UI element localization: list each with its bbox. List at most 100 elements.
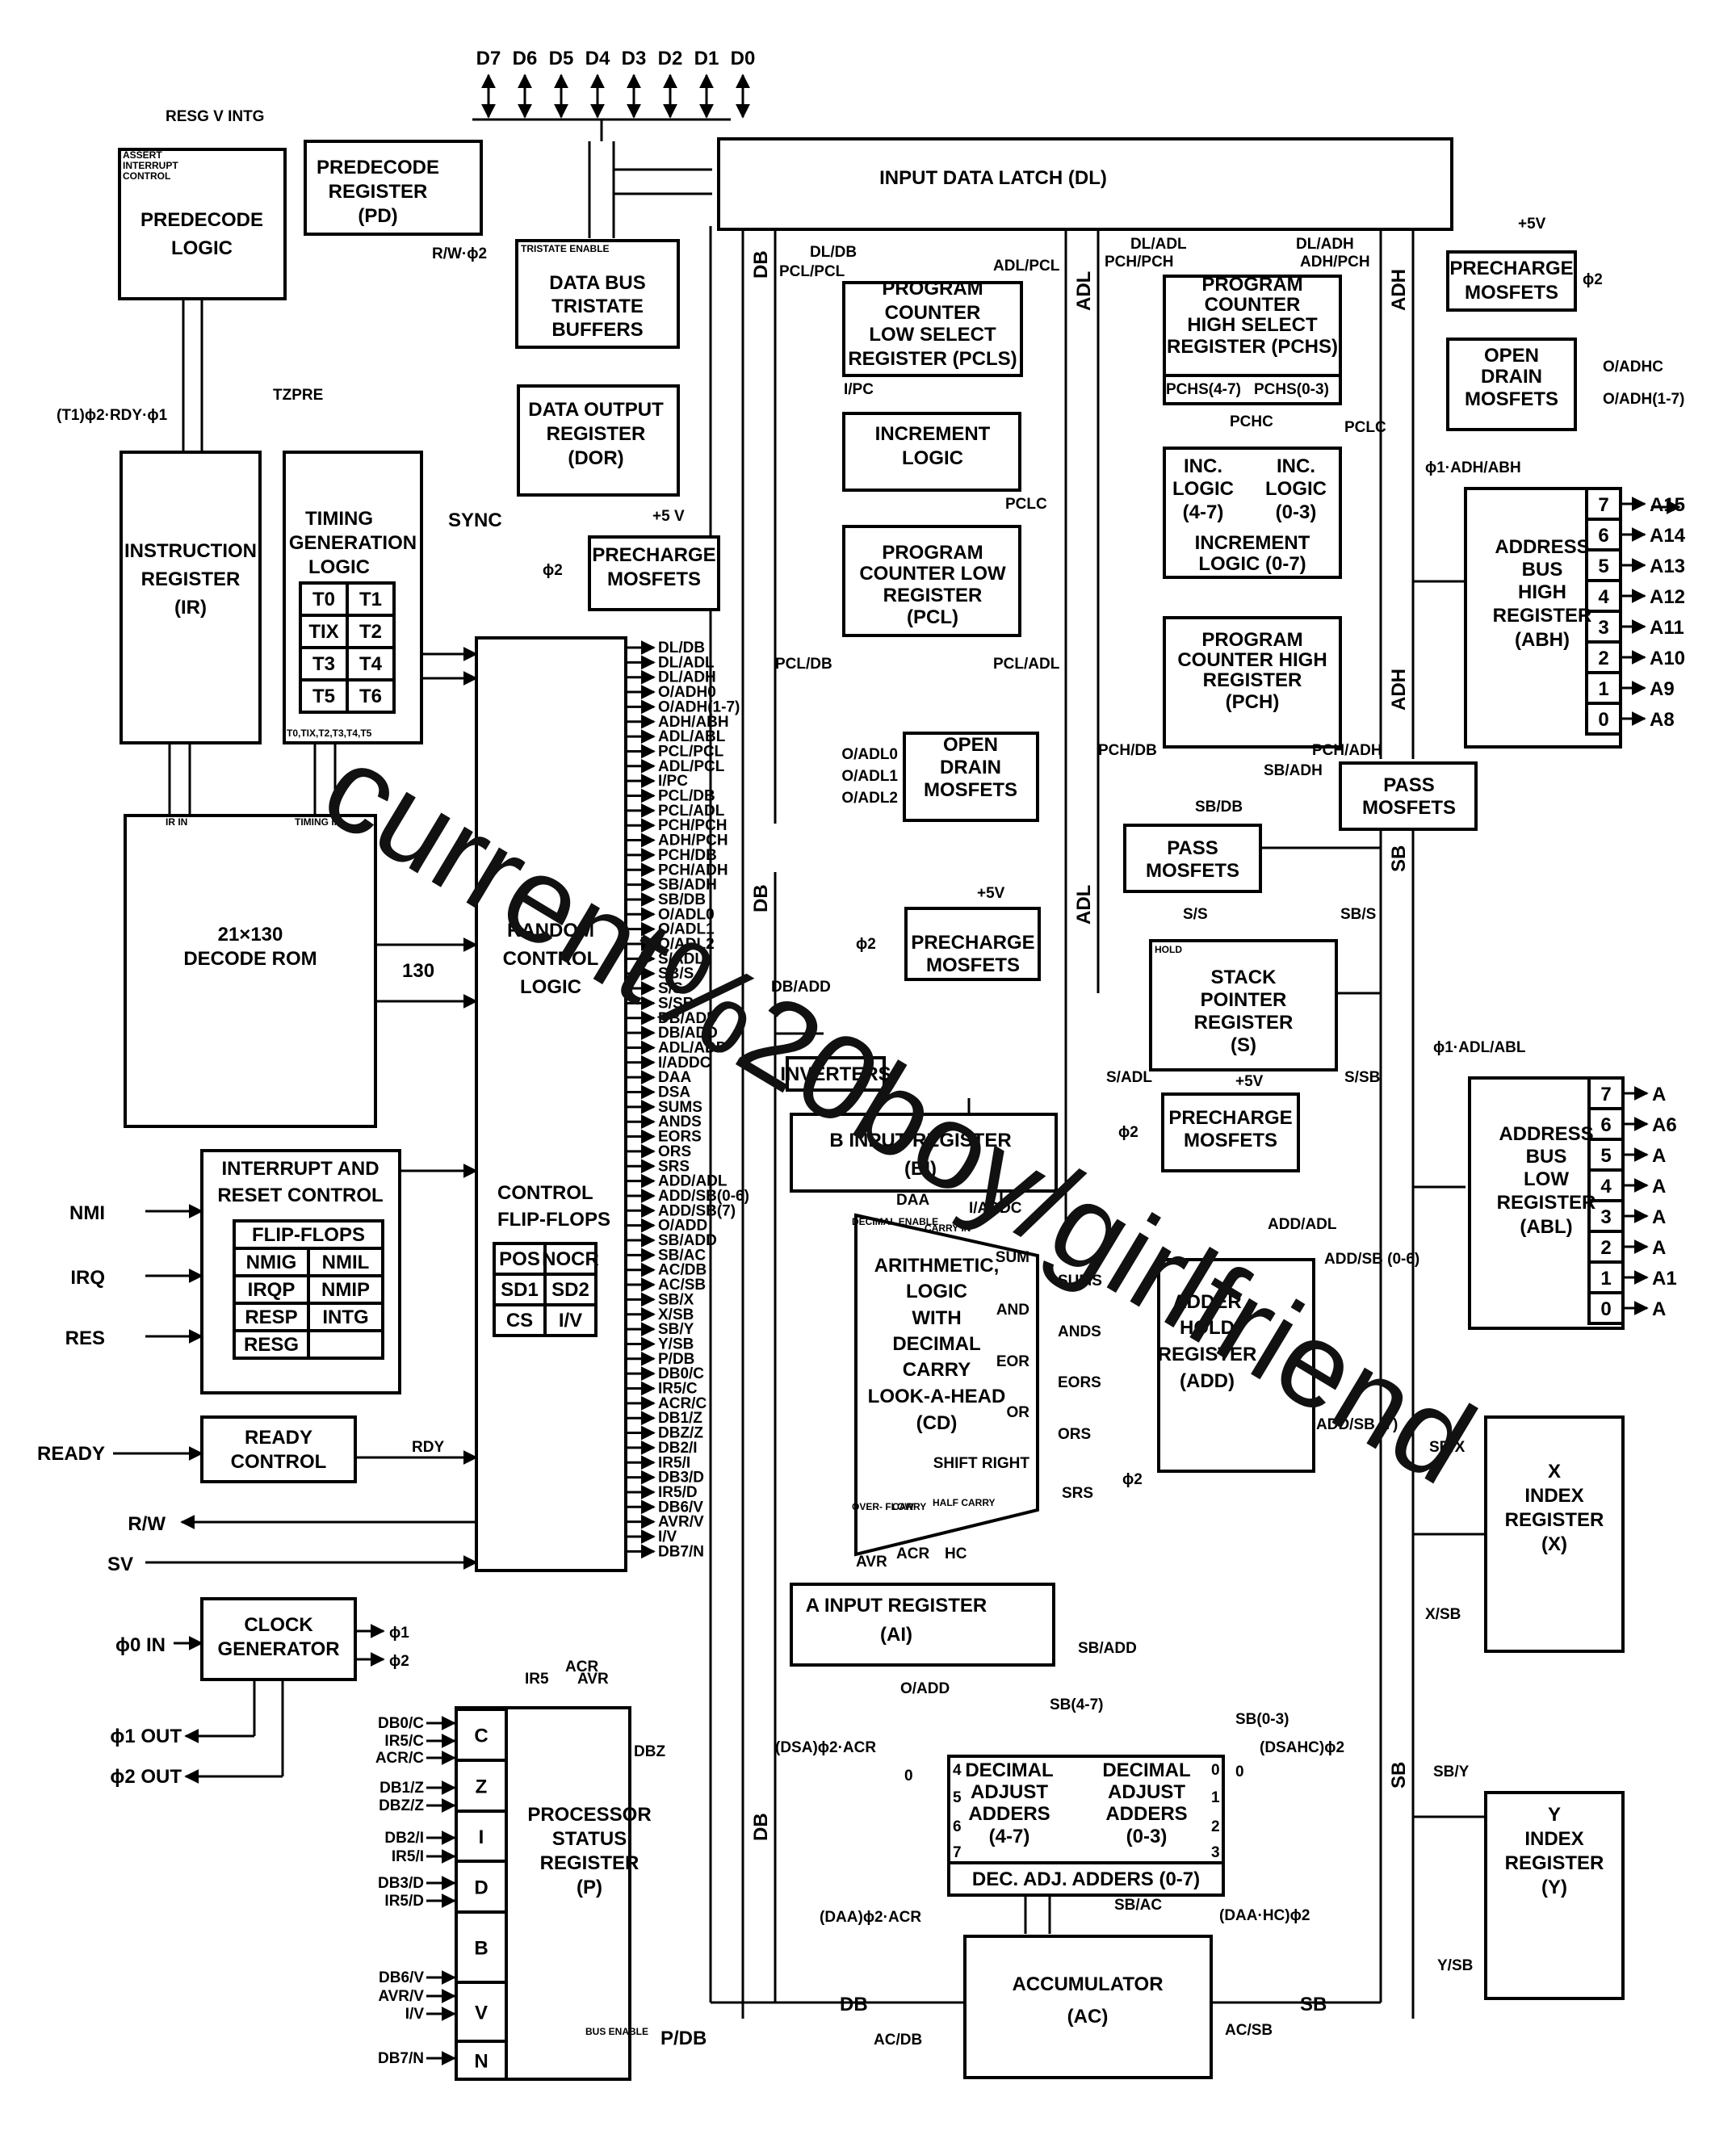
control-signal: O/ADD — [658, 1218, 707, 1235]
abl-pin-label: A — [1652, 1237, 1666, 1259]
control-signal: PCL/PCL — [658, 743, 724, 760]
abh-pin-label: A14 — [1650, 525, 1686, 547]
abl-pin-label: A6 — [1652, 1114, 1677, 1136]
abl-bit-label: 1 — [1600, 1268, 1611, 1290]
da-bit4: 4 — [953, 1762, 962, 1779]
abh-bit-label: 0 — [1598, 709, 1608, 731]
abl-bit-label: 0 — [1600, 1298, 1611, 1320]
add-3: REGISTER — [1158, 1344, 1257, 1365]
timing-cell-label: T2 — [359, 621, 382, 643]
control-signal: IR5/I — [658, 1454, 690, 1471]
db-add-1: DB/ADD — [771, 979, 831, 996]
bus-sb-low: SB — [1388, 1762, 1410, 1789]
alu-carry-in: CARRY IN — [925, 1222, 971, 1234]
timing-cell-label: T0 — [312, 589, 335, 610]
control-signal: ANDS — [658, 1113, 702, 1130]
labels: ASSERT INTERRUPT CONTROL PREDECODE LOGIC… — [37, 108, 1684, 2049]
abh-bit-label: 5 — [1598, 556, 1608, 577]
bus-db-low: DB — [750, 1813, 772, 1841]
timing-in: TIMING IN — [295, 816, 341, 828]
control-signal: I/ADDC — [658, 1055, 711, 1072]
phi0-in: ϕ0 IN — [115, 1634, 166, 1656]
cff-cell — [543, 1303, 598, 1337]
odm-1: OPEN — [943, 734, 998, 756]
bus-db-bottom: DB — [840, 1994, 868, 2015]
interrupt-cell-label: RESP — [245, 1306, 297, 1328]
abl-bit-label: 4 — [1600, 1176, 1612, 1197]
status-flag-d — [455, 1860, 508, 1914]
control-signal: SB/S — [658, 966, 694, 983]
status-flag-label: V — [475, 2003, 488, 2024]
s-adl: S/ADL — [1106, 1069, 1152, 1086]
add-2: HOLD — [1180, 1317, 1235, 1339]
alu-1: ARITHMETIC, — [874, 1255, 1000, 1277]
control-signal: PCH/DB — [658, 847, 717, 864]
odr-1: OPEN — [1484, 345, 1539, 367]
status-input: DB0/C — [378, 1715, 424, 1732]
inverters: INVERTERS — [780, 1063, 891, 1085]
pchs-3: HIGH SELECT — [1187, 314, 1318, 336]
da-bit0: 0 — [1211, 1762, 1220, 1779]
control-signal: PCL/DB — [658, 788, 715, 805]
control-signal: DL/ADL — [658, 654, 715, 671]
assert-interrupt-2: INTERRUPT — [123, 160, 178, 171]
alu-i-addc: I/ADDC — [969, 1200, 1022, 1217]
da47-2: ADJUST — [971, 1781, 1048, 1803]
add-adl: ADD/ADL — [1268, 1216, 1337, 1233]
abh-bit-label: 6 — [1598, 525, 1608, 547]
pcl-db: PCL/DB — [775, 656, 832, 673]
abl-pin-label: A — [1652, 1145, 1666, 1167]
predecode-logic-2: LOGIC — [171, 237, 233, 259]
abh-pin-label: A15 — [1650, 494, 1685, 516]
phi1: ϕ1 — [389, 1625, 409, 1642]
incl07-2: LOGIC (0-7) — [1198, 553, 1306, 575]
control-signal: O/ADL2 — [658, 936, 715, 953]
da-bit5: 5 — [953, 1789, 962, 1806]
da07: DEC. ADJ. ADDERS (0-7) — [972, 1868, 1200, 1890]
status-input: DB7/N — [378, 2050, 424, 2067]
status-flag-label: D — [474, 1877, 488, 1899]
phi2-m: ϕ2 — [856, 936, 876, 953]
alu-or: OR — [1007, 1404, 1030, 1421]
n130: 130 — [402, 960, 434, 982]
daa-acr: (DAA)ϕ2·ACR — [820, 1909, 921, 1926]
pd-3: (PD) — [358, 205, 397, 227]
y-sb: Y/SB — [1437, 1957, 1473, 1974]
interrupt-cell — [307, 1329, 384, 1360]
tg-1: TIMING — [305, 508, 373, 530]
phi1-adl-abl: ϕ1·ADL/ABL — [1433, 1039, 1526, 1056]
databus-pin-d2: D2 — [658, 48, 683, 69]
da03-1: DECIMAL — [1102, 1759, 1190, 1781]
nmi: NMI — [69, 1202, 105, 1224]
rw-phi2: R/W·ϕ2 — [432, 245, 487, 262]
databus-pin-d3: D3 — [622, 48, 647, 69]
dbz: DBZ — [634, 1743, 665, 1760]
status-input: DB6/V — [379, 1969, 424, 1986]
s-s: S/S — [1183, 906, 1208, 923]
alu-6: LOOK-A-HEAD — [868, 1386, 1006, 1407]
abh-bit-box — [1585, 548, 1622, 582]
odm-3: MOSFETS — [924, 779, 1017, 801]
o-adl2: O/ADL2 — [841, 790, 898, 807]
incl47-3: (4-7) — [1183, 501, 1224, 523]
assert-interrupt-1: ASSERT — [123, 149, 162, 161]
status-input: DB1/Z — [379, 1780, 424, 1797]
dbt-1: DATA BUS — [549, 272, 646, 294]
dor-1: DATA OUTPUT — [528, 399, 664, 421]
timing-cell-label: T4 — [359, 653, 383, 675]
abh-bit-label: 3 — [1598, 617, 1608, 639]
pclc-2: PCLC — [1344, 419, 1386, 436]
alu-acr: ACR — [896, 1545, 929, 1562]
abl-2: BUS — [1526, 1146, 1567, 1168]
tzpre: TZPRE — [273, 387, 323, 404]
abl-bit-label: 3 — [1600, 1206, 1611, 1228]
add-sb06: ADD/SB (0-6) — [1324, 1251, 1419, 1268]
cff-cell-label: CS — [506, 1310, 533, 1332]
status-flag-c — [455, 1708, 508, 1762]
phi2: ϕ2 — [389, 1653, 409, 1670]
pcl-r-4: (PCL) — [907, 606, 958, 628]
alu-7: (CD) — [916, 1412, 958, 1434]
bus-adh-top: ADH — [1388, 269, 1410, 311]
control-signal: SB/ADH — [658, 877, 717, 894]
